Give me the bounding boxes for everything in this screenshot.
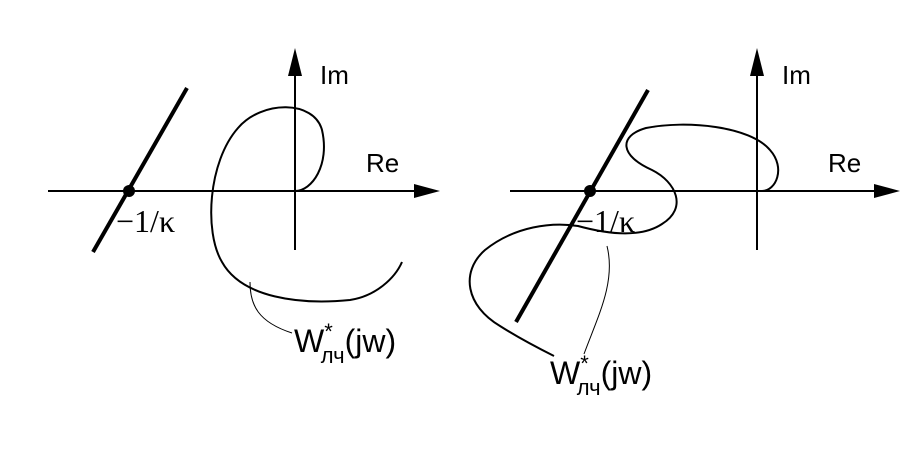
left-im-axis-arrow-icon [288, 48, 302, 76]
left-label-leader [249, 281, 293, 334]
right-im-axis-arrow-icon [750, 48, 764, 76]
left-re-label: Re [366, 148, 399, 178]
left-frequency-curve [210, 106, 403, 303]
right-point-label: −1/κ [576, 203, 635, 239]
right-label-leader [583, 245, 610, 355]
left-critical-line [91, 87, 189, 253]
left-im-label: Im [320, 60, 349, 90]
right-re-axis-arrow-icon [874, 184, 900, 198]
left-curve-label: W*лч(jw) [294, 319, 396, 368]
right-curve-label: W*лч(jw) [550, 351, 652, 400]
left-critical-point [123, 185, 135, 197]
left-point-label: −1/κ [116, 203, 175, 239]
right-re-label: Re [828, 148, 861, 178]
left-re-axis-arrow-icon [414, 184, 440, 198]
left-diagram: Im Re −1/κ W*лч(jw) [48, 48, 440, 368]
right-diagram: Im Re −1/κ W*лч(jw) [468, 48, 900, 400]
right-critical-point [584, 185, 596, 197]
right-frequency-curve [468, 123, 780, 357]
right-im-label: Im [782, 60, 811, 90]
right-critical-line [514, 89, 650, 323]
